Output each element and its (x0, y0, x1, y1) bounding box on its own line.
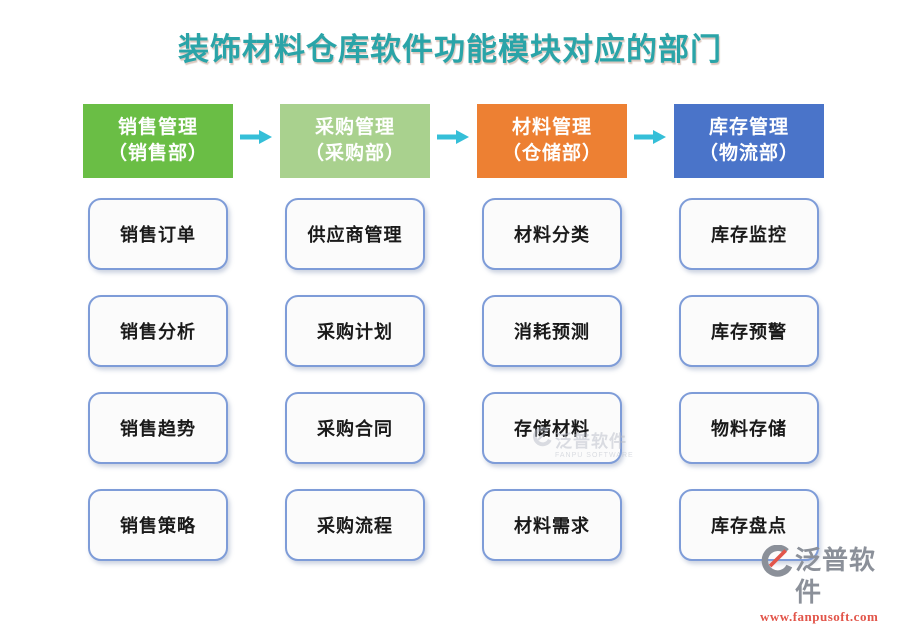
module-label: 销售订单 (120, 225, 196, 245)
module-box-inventory-count: 库存盘点 (679, 489, 819, 561)
module-box-sales-trend: 销售趋势 (88, 392, 228, 464)
module-label: 采购计划 (317, 322, 393, 342)
module-label: 消耗预测 (514, 322, 590, 342)
module-label: 存储材料 (514, 419, 590, 439)
module-box-sales-analysis: 销售分析 (88, 295, 228, 367)
watermark-brand: 泛普软件 (555, 432, 627, 451)
footer-url: www.fanpusoft.com (760, 609, 879, 624)
module-box-purchase-contract: 采购合同 (285, 392, 425, 464)
module-label: 销售策略 (120, 516, 196, 536)
footer-brand-name: 泛普软件 (795, 546, 877, 607)
flow-column-inventory: 库存管理 （物流部） 库存监控 库存预警 物料存储 库存盘点 (674, 104, 824, 561)
center-watermark: 泛普软件 FANPU SOFTWARE (532, 426, 634, 459)
module-label: 采购流程 (317, 516, 393, 536)
column-header-title: 销售管理 (117, 117, 198, 138)
flow-arrow-icon (436, 129, 470, 145)
column-header-dept: （物流部） (698, 143, 799, 164)
fanpu-logo-icon (532, 426, 552, 452)
module-label: 库存盘点 (711, 516, 787, 536)
column-header-dept: （销售部） (107, 143, 208, 164)
module-box-material-classification: 材料分类 (482, 198, 622, 270)
flow-arrow-icon (239, 129, 273, 145)
flow-column-material: 材料管理 （仓储部） 材料分类 消耗预测 存储材料 材料需求 (477, 104, 627, 561)
module-label: 销售趋势 (120, 419, 196, 439)
column-header-title: 库存管理 (708, 117, 789, 138)
flow-column-sales: 销售管理 （销售部） 销售订单 销售分析 销售趋势 销售策略 (83, 104, 233, 561)
module-box-inventory-monitoring: 库存监控 (679, 198, 819, 270)
module-label: 库存预警 (711, 322, 787, 342)
module-box-material-storage: 存储材料 (482, 392, 622, 464)
column-header-dept: （仓储部） (501, 143, 602, 164)
column-header-dept: （采购部） (304, 143, 405, 164)
module-label: 供应商管理 (307, 225, 403, 245)
module-label: 材料分类 (514, 225, 590, 245)
footer-brand: 泛普软件 www.fanpusoft.com (760, 544, 896, 625)
column-header-inventory: 库存管理 （物流部） (674, 104, 824, 178)
module-label: 采购合同 (317, 419, 393, 439)
column-header-sales: 销售管理 （销售部） (83, 104, 233, 178)
module-label: 库存监控 (711, 225, 787, 245)
column-header-purchase: 采购管理 （采购部） (280, 104, 430, 178)
column-header-material: 材料管理 （仓储部） (477, 104, 627, 178)
module-label: 物料存储 (711, 419, 787, 439)
flow-arrow-icon (633, 129, 667, 145)
module-label: 销售分析 (120, 322, 196, 342)
module-box-supplier-management: 供应商管理 (285, 198, 425, 270)
fanpu-logo-icon (760, 544, 793, 583)
module-label: 材料需求 (514, 516, 590, 536)
module-box-material-store: 物料存储 (679, 392, 819, 464)
flow-column-purchase: 采购管理 （采购部） 供应商管理 采购计划 采购合同 采购流程 (280, 104, 430, 561)
module-box-sales-strategy: 销售策略 (88, 489, 228, 561)
module-box-sales-order: 销售订单 (88, 198, 228, 270)
module-box-consumption-forecast: 消耗预测 (482, 295, 622, 367)
column-header-title: 材料管理 (511, 117, 592, 138)
column-header-title: 采购管理 (314, 117, 395, 138)
page-title: 装饰材料仓库软件功能模块对应的部门 (178, 32, 722, 67)
module-box-material-demand: 材料需求 (482, 489, 622, 561)
module-box-inventory-alert: 库存预警 (679, 295, 819, 367)
module-box-purchase-plan: 采购计划 (285, 295, 425, 367)
module-box-purchase-process: 采购流程 (285, 489, 425, 561)
watermark-subbrand: FANPU SOFTWARE (555, 452, 634, 459)
